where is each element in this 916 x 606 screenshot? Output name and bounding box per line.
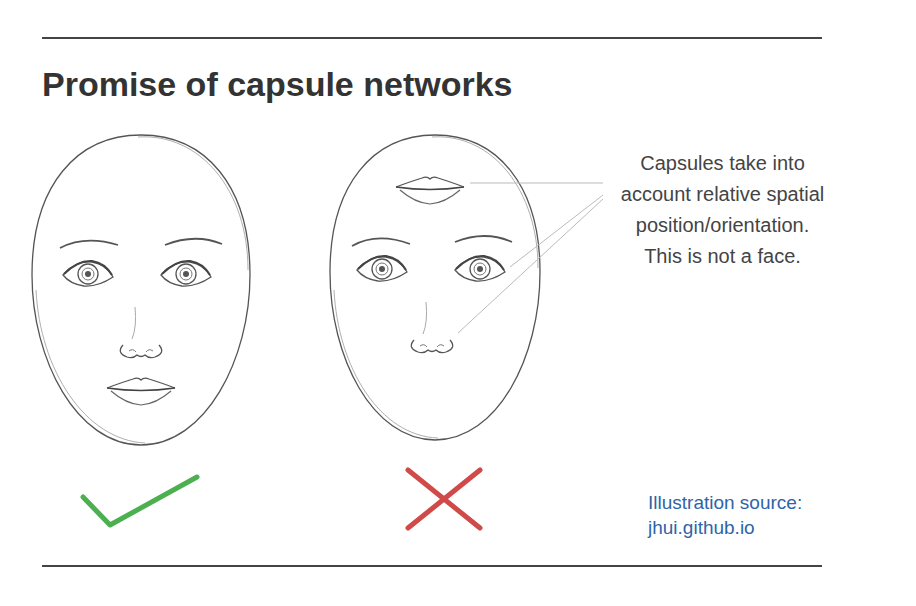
face-scrambled xyxy=(330,135,540,440)
leader-lines xyxy=(458,183,603,333)
check-mark xyxy=(83,477,197,525)
slide-title: Promise of capsule networks xyxy=(42,64,513,104)
source-credit: Illustration source: jhui.github.io xyxy=(648,490,818,540)
bottom-rule xyxy=(42,565,822,567)
cross-mark xyxy=(408,470,480,528)
face-correct xyxy=(32,135,250,445)
callout-note: Capsules take into account relative spat… xyxy=(617,148,828,272)
top-rule xyxy=(42,37,822,39)
